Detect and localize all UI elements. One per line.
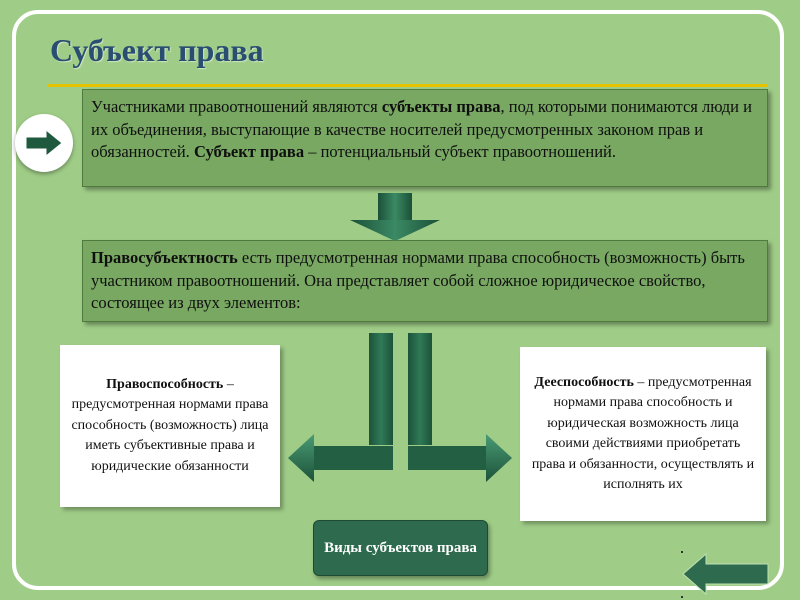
- active-capacity-text: – предусмотренная нормами права способно…: [531, 374, 755, 493]
- down-arrow-icon: [350, 193, 440, 241]
- slide-frame: [12, 10, 784, 590]
- arrow-right-icon: [25, 128, 63, 158]
- box1-text-3: – потенциальный субъект правоотношений.: [304, 142, 616, 161]
- active-capacity-box: Дееспособность – предусмотренная нормами…: [520, 347, 766, 521]
- legal-capacity-box: Правоспособность – предусмотренная норма…: [60, 345, 280, 507]
- title-underline: [48, 84, 768, 87]
- box1-text-2: , под которыми понимаются люди и их объе…: [91, 97, 752, 161]
- slide-title: Субъект права: [50, 32, 264, 68]
- active-capacity-term: Дееспособность: [534, 374, 634, 390]
- box1-text-1: Участниками правоотношений являются: [91, 97, 382, 116]
- box1-bold-subject: Субъект права: [193, 142, 305, 161]
- left-bent-arrow-icon: [288, 333, 393, 482]
- legal-capacity-term: Правоспособность: [106, 376, 224, 392]
- box1-bold-subjects: субъекты права: [381, 97, 501, 116]
- right-bent-arrow-icon: [408, 333, 512, 482]
- definition-box-subjects: Участниками правоотношений являются субъ…: [82, 89, 768, 187]
- legal-capacity-text: – предусмотренная нормами права способно…: [71, 376, 269, 474]
- dot-marker: [681, 596, 683, 598]
- back-arrow-icon: [682, 552, 769, 596]
- box2-bold-term: Правосубъектность: [91, 248, 238, 267]
- dot-marker: [681, 551, 683, 553]
- next-arrow-button[interactable]: [15, 114, 73, 172]
- definition-box-legal-personality: Правосубъектность есть предусмотренная н…: [82, 240, 768, 322]
- subject-types-button[interactable]: Виды субъектов права: [313, 520, 488, 576]
- box2-text: есть предусмотренная нормами права спосо…: [91, 248, 745, 312]
